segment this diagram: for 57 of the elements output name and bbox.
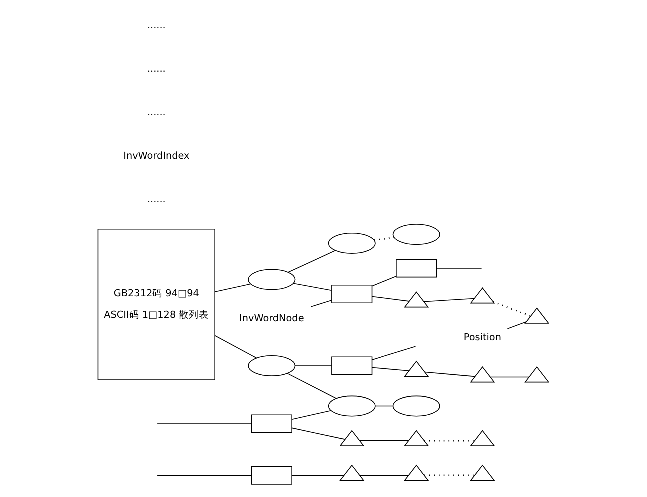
node-ellipse [248, 356, 296, 376]
connector [372, 346, 416, 360]
node-ellipse [392, 224, 440, 246]
connector [493, 301, 531, 318]
node-triangle [340, 464, 365, 482]
node-triangle [470, 430, 496, 446]
node-triangle [524, 308, 550, 324]
connector [424, 474, 474, 476]
connector [292, 475, 345, 476]
node-box [332, 356, 373, 376]
label: ...... [147, 194, 166, 206]
label: ...... [147, 107, 166, 118]
node-triangle [470, 366, 496, 383]
node-ellipse [328, 396, 376, 417]
node-text: Position [464, 332, 502, 344]
connector [214, 284, 252, 292]
node-triangle [524, 366, 550, 383]
node-triangle [404, 360, 430, 378]
node-box: GB2312码 94□94 ASCII码 1□128 散列表 [98, 228, 216, 380]
node-box [251, 466, 292, 485]
connector [360, 475, 410, 476]
label: InvWordIndex [124, 150, 190, 162]
connector [375, 406, 394, 407]
node-triangle [404, 430, 430, 446]
node-box [251, 414, 292, 434]
node-box [396, 259, 438, 278]
node-triangle [404, 464, 430, 482]
node-ellipse [248, 269, 296, 290]
connector [360, 440, 410, 442]
node-triangle [340, 430, 365, 446]
connector [374, 236, 394, 242]
connector [292, 428, 346, 440]
connector [424, 372, 476, 378]
connector [372, 296, 410, 302]
connector [507, 322, 527, 330]
connector [292, 410, 332, 420]
label: ...... [147, 64, 166, 75]
node-text: InvWordNode [240, 314, 304, 325]
connector [372, 276, 397, 287]
connector [214, 335, 258, 359]
connector [287, 373, 337, 400]
connector [288, 250, 336, 273]
label: ...... [147, 20, 166, 32]
node-triangle [404, 292, 430, 308]
node-triangle [470, 464, 496, 482]
connector [372, 367, 410, 372]
node-ellipse [392, 396, 440, 417]
connector [424, 440, 474, 442]
connector [293, 283, 332, 292]
connector [490, 376, 530, 378]
connector [310, 300, 332, 308]
node-triangle [470, 288, 496, 304]
connector [424, 298, 475, 302]
connector [436, 268, 482, 269]
node-ellipse [328, 232, 376, 254]
node-box [332, 284, 373, 304]
connector [157, 475, 252, 476]
